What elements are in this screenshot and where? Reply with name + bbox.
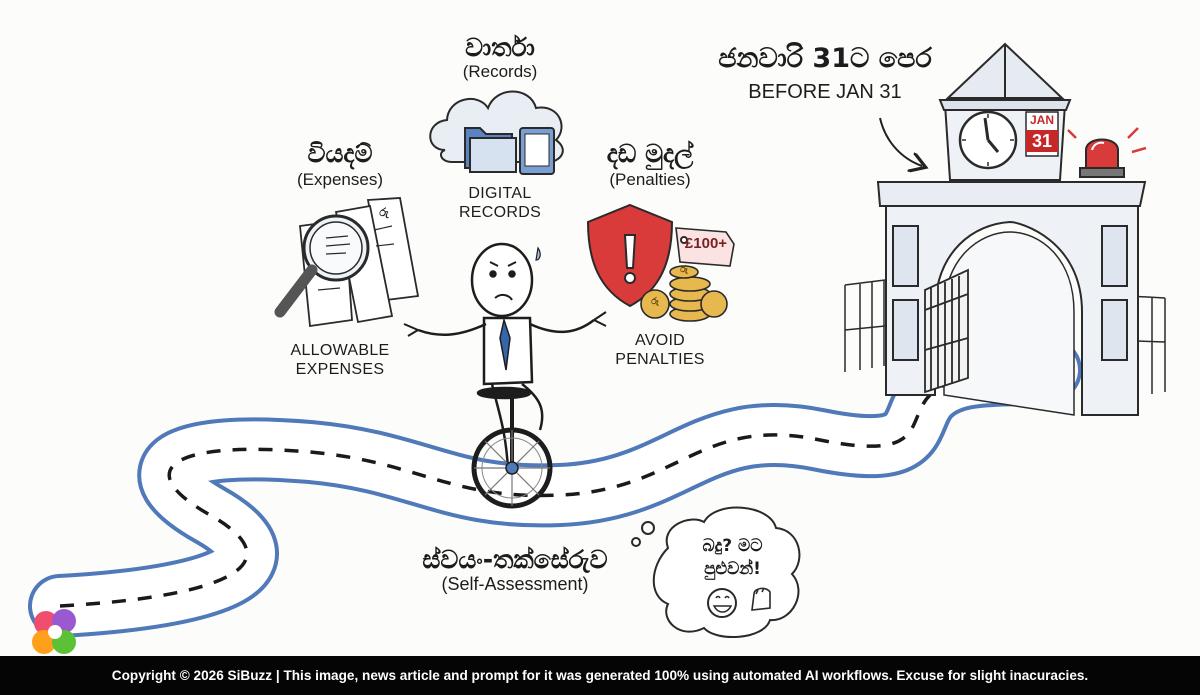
- red-siren-icon: [1067, 127, 1147, 178]
- coin-currency-symbol: රු: [651, 297, 659, 307]
- expenses-title-sinhala: වියදම්: [307, 139, 373, 168]
- deadline-arrow-icon: [879, 117, 922, 166]
- deadline-title-sinhala: ජනවාරි 31ට පෙර: [718, 43, 932, 74]
- sibuzz-logo-icon: [32, 609, 76, 654]
- thought-bubble-line2: පුළුවන්!: [704, 559, 761, 579]
- records-title-english: (Records): [462, 62, 538, 81]
- unicyclist-figure: [403, 242, 607, 509]
- winding-road: [28, 338, 1082, 638]
- illustration: වාර්තා (Records) DIGITAL RECORDS වියදම් …: [28, 33, 1166, 654]
- clock-tower-gate: [844, 42, 1166, 416]
- records-title-sinhala: වාර්තා: [465, 33, 535, 62]
- penalties-caption-line1: AVOID: [634, 332, 686, 349]
- penalties-caption-line2: PENALTIES: [615, 351, 705, 368]
- thought-bubble: [631, 506, 801, 638]
- coin-stack-currency-symbol: රු: [680, 265, 688, 275]
- expenses-title-english: (Expenses): [297, 170, 383, 189]
- cloud-documents-icon: [429, 90, 564, 175]
- footer-copyright: Copyright © 2026 SiBuzz | This image, ne…: [0, 656, 1200, 695]
- raised-fist-icon: [751, 587, 771, 611]
- self-assessment-title-english: (Self-Assessment): [441, 574, 589, 594]
- receipt-currency-symbol: රු: [379, 206, 389, 219]
- calendar-day: 31: [1026, 130, 1058, 152]
- calendar-month: JAN: [1029, 113, 1054, 127]
- records-caption-line1: DIGITAL: [468, 185, 532, 202]
- penalty-price-tag: £100+: [684, 235, 728, 252]
- expenses-caption-line1: ALLOWABLE: [290, 342, 390, 359]
- self-assessment-title-sinhala: ස්වයං-තක්සේරුව: [422, 545, 608, 574]
- thought-bubble-line1: බදු? මට: [702, 536, 763, 556]
- records-caption-line2: RECORDS: [458, 204, 542, 221]
- penalties-title-sinhala: දඩ මුදල්: [606, 139, 694, 168]
- smiley-face-icon: [707, 588, 737, 618]
- deadline-title-english: BEFORE JAN 31: [748, 81, 902, 103]
- penalties-title-english: (Penalties): [609, 170, 691, 189]
- magnifier-receipts-icon: [274, 197, 420, 328]
- illustration-art: [28, 42, 1166, 638]
- penalty-shield-icon: [586, 203, 735, 322]
- expenses-caption-line2: EXPENSES: [295, 361, 385, 378]
